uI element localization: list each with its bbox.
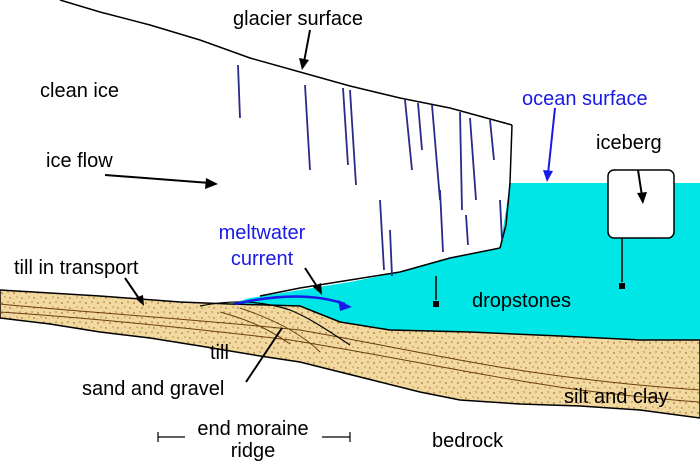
ocean-surface-label: ocean surface <box>522 88 648 110</box>
glacier-ice <box>0 0 512 302</box>
glacier-terminus <box>499 124 513 249</box>
silt-and-clay-label: silt and clay <box>564 386 669 408</box>
clean-ice-label: clean ice <box>40 80 119 102</box>
meltwater-label-arrow <box>304 267 319 289</box>
glacier-surface-line <box>59 0 513 126</box>
sand-gravel-arrow <box>245 327 283 383</box>
meltwater-current-label-line1: meltwater <box>218 222 306 244</box>
ice-flow-arrow <box>104 174 211 184</box>
sediment-layers <box>0 289 700 419</box>
ocean-surface-arrow <box>547 107 556 175</box>
end-moraine-bracket <box>157 432 351 442</box>
meltwater-current-label-line2: current <box>230 248 294 270</box>
ice-flow-label: ice flow <box>46 150 113 172</box>
iceberg-block <box>607 169 675 239</box>
dropstone-2 <box>619 283 625 289</box>
bedrock-label: bedrock <box>432 430 504 452</box>
iceberg-label: iceberg <box>596 132 662 154</box>
till-transport-arrow <box>124 277 141 301</box>
moraine-ridge-outline <box>199 301 351 346</box>
glacier-base-line <box>259 247 501 297</box>
sand-and-gravel-label: sand and gravel <box>82 378 225 400</box>
sediment-strata <box>0 303 700 403</box>
meltwater-flow-arrow <box>234 295 346 306</box>
glacier-surface-label: glacier surface <box>233 8 364 30</box>
dropstones-label: dropstones <box>472 290 571 312</box>
ocean-water <box>230 183 700 340</box>
meltwater-arrowhead <box>338 300 352 311</box>
till-label: till <box>210 342 229 364</box>
end-moraine-label-line2: ridge <box>230 440 276 462</box>
crevasses <box>237 64 503 277</box>
till-in-transport-label: till in transport <box>14 257 139 279</box>
glacier-surface-arrow <box>303 29 311 63</box>
end-moraine-label-line1: end moraine <box>197 418 309 440</box>
iceberg-arrow <box>637 169 643 197</box>
dropstone-1 <box>433 301 439 307</box>
